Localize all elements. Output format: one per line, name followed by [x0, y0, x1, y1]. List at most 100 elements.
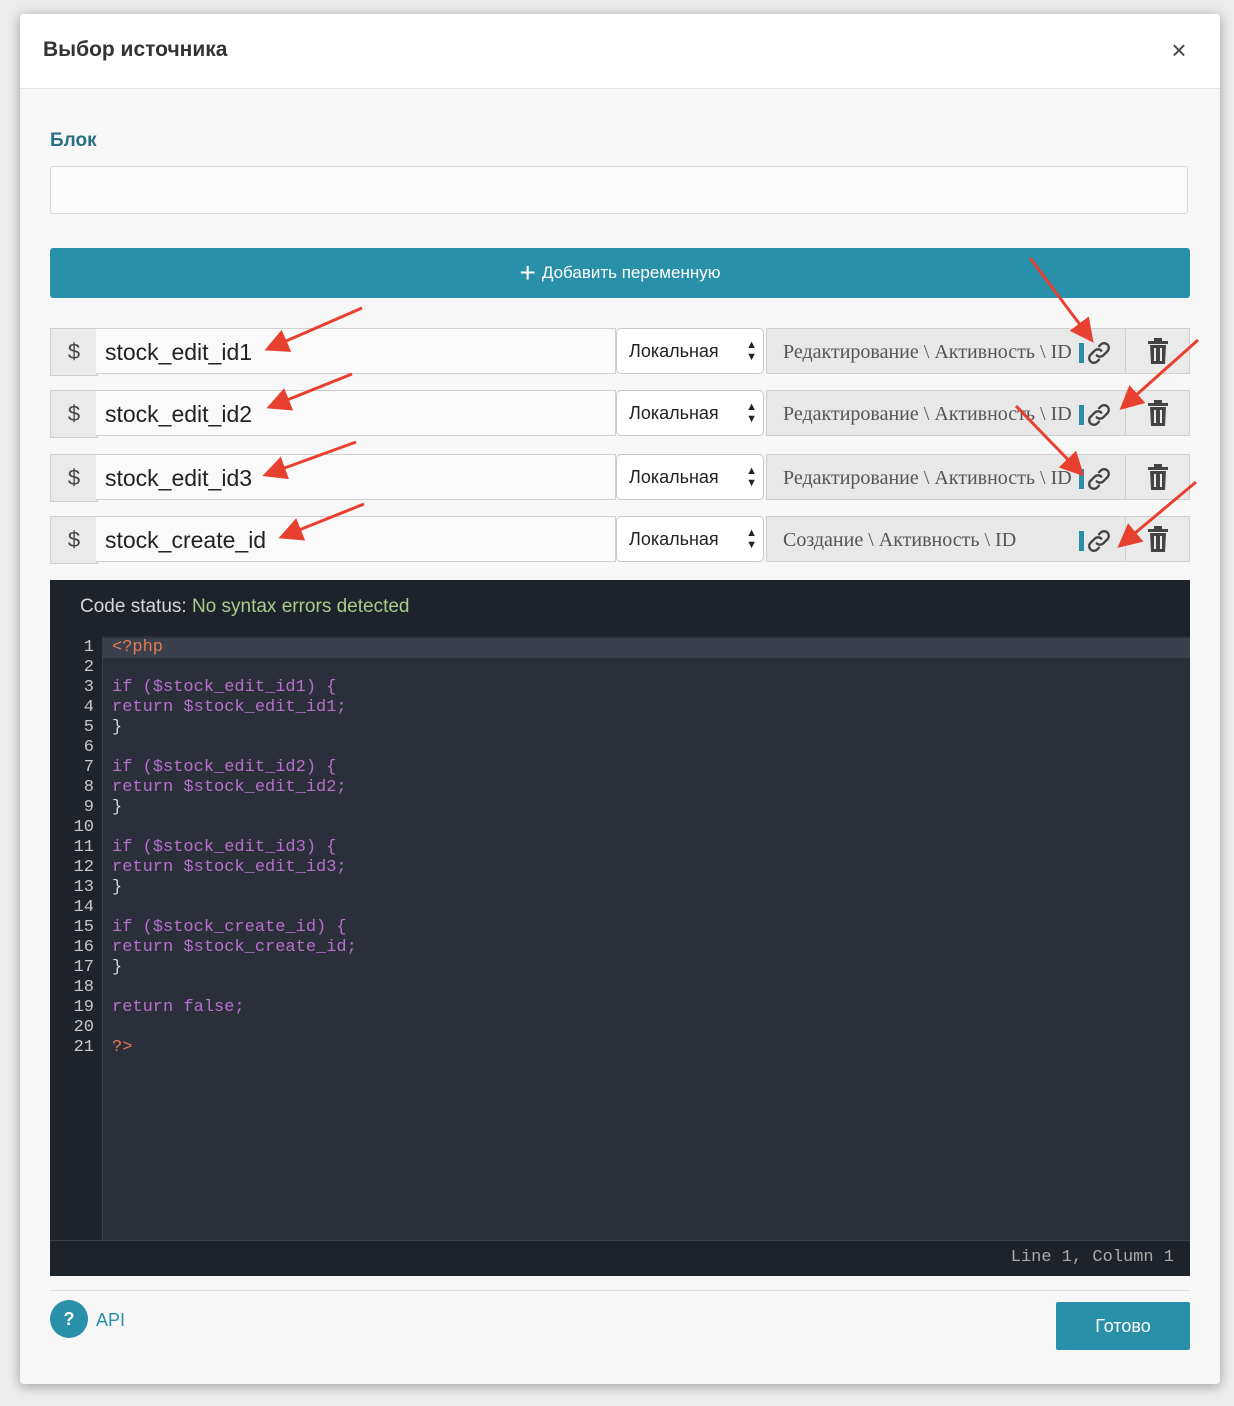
plus-icon: +	[519, 257, 536, 288]
link-indicator	[1079, 531, 1084, 551]
code-line: ?>	[112, 1038, 133, 1057]
code-line: return $stock_create_id;	[112, 938, 357, 957]
trash-icon	[1147, 526, 1168, 552]
variable-prefix: $	[50, 516, 98, 564]
code-line: return $stock_edit_id2;	[112, 778, 347, 797]
line-number: 11	[73, 838, 94, 857]
line-number: 13	[73, 878, 94, 897]
delete-variable-button[interactable]	[1126, 516, 1190, 562]
variable-row: $stock_create_id Локальная ▲▼ Создание \ Ак…	[50, 516, 1190, 564]
trash-icon	[1147, 400, 1168, 426]
active-line-highlight	[50, 638, 1190, 658]
code-line: return $stock_edit_id1;	[112, 698, 347, 717]
variable-name-input[interactable]: stock_edit_id1	[96, 328, 616, 374]
link-icon[interactable]	[1085, 401, 1113, 429]
trash-icon	[1147, 464, 1168, 490]
delete-variable-button[interactable]	[1126, 328, 1190, 374]
select-arrows-icon: ▲▼	[746, 339, 757, 363]
code-line: <?php	[112, 638, 164, 657]
variable-row: $stock_edit_id2 Локальная ▲▼ Редактирование…	[50, 390, 1190, 438]
variable-scope-select[interactable]: Локальная ▲▼	[616, 454, 764, 500]
variable-source-text: Редактирование \ Активность \ ID	[783, 467, 1072, 489]
cursor-position: Line 1, Column 1	[50, 1240, 1190, 1276]
delete-variable-button[interactable]	[1126, 454, 1190, 500]
line-number: 4	[83, 698, 94, 717]
add-variable-label: Добавить переменную	[541, 263, 721, 282]
variable-row: $stock_edit_id1 Локальная ▲▼ Редактирование…	[50, 328, 1190, 376]
line-number: 15	[73, 918, 94, 937]
variable-name-input[interactable]: stock_edit_id2	[96, 390, 616, 436]
code-line: return $stock_edit_id3;	[112, 858, 347, 877]
variable-source[interactable]: Редактирование \ Активность \ ID	[766, 454, 1126, 500]
variable-prefix: $	[50, 454, 98, 502]
variable-scope-value: Локальная	[629, 403, 719, 423]
variable-source[interactable]: Создание \ Активность \ ID	[766, 516, 1126, 562]
code-line: if ($stock_edit_id1) {	[112, 678, 337, 697]
code-editor[interactable]: Code status: No syntax errors detected 1…	[50, 580, 1190, 1276]
select-arrows-icon: ▲▼	[746, 401, 757, 425]
done-button[interactable]: Готово	[1056, 1302, 1190, 1350]
link-icon[interactable]	[1085, 465, 1113, 493]
line-number: 1	[83, 638, 94, 657]
code-line: if ($stock_create_id) {	[112, 918, 347, 937]
variable-source-text: Создание \ Активность \ ID	[783, 529, 1017, 551]
variable-source[interactable]: Редактирование \ Активность \ ID	[766, 328, 1126, 374]
line-number: 21	[73, 1038, 94, 1057]
link-indicator	[1079, 343, 1084, 363]
link-icon[interactable]	[1085, 339, 1113, 367]
line-number: 7	[83, 758, 94, 777]
line-number: 9	[83, 798, 94, 817]
modal-title: Выбор источника	[43, 38, 228, 61]
variable-row: $stock_edit_id3 Локальная ▲▼ Редактирование…	[50, 454, 1190, 502]
line-number: 18	[73, 978, 94, 997]
block-input[interactable]	[50, 166, 1188, 214]
variable-name-input[interactable]: stock_edit_id3	[96, 454, 616, 500]
footer-divider	[50, 1290, 1190, 1291]
line-number: 8	[83, 778, 94, 797]
variable-source-text: Редактирование \ Активность \ ID	[783, 403, 1072, 425]
block-label: Блок	[50, 130, 97, 151]
line-number: 2	[83, 658, 94, 677]
modal-header: Выбор источника ×	[20, 14, 1220, 89]
line-number: 20	[73, 1018, 94, 1037]
line-number: 6	[83, 738, 94, 757]
code-status-bar: Code status: No syntax errors detected	[50, 580, 1190, 636]
variable-scope-value: Локальная	[629, 529, 719, 549]
variable-scope-select[interactable]: Локальная ▲▼	[616, 516, 764, 562]
code-status-label: Code status:	[80, 596, 187, 617]
api-link[interactable]: API	[96, 1310, 126, 1330]
line-number: 16	[73, 938, 94, 957]
delete-variable-button[interactable]	[1126, 390, 1190, 436]
variable-scope-value: Локальная	[629, 467, 719, 487]
code-line: return false;	[112, 998, 245, 1017]
line-number: 5	[83, 718, 94, 737]
code-status-value: No syntax errors detected	[191, 596, 410, 617]
line-number: 19	[73, 998, 94, 1017]
add-variable-button[interactable]: + Добавить переменную	[50, 248, 1190, 298]
link-indicator	[1079, 469, 1084, 489]
link-icon[interactable]	[1085, 527, 1113, 555]
trash-icon	[1147, 338, 1168, 364]
line-number: 17	[73, 958, 94, 977]
code-line: }	[112, 798, 123, 817]
select-arrows-icon: ▲▼	[746, 527, 757, 551]
variable-prefix: $	[50, 328, 98, 376]
line-number: 3	[83, 678, 94, 697]
help-button[interactable]: ?	[50, 1300, 88, 1338]
variable-prefix: $	[50, 390, 98, 438]
variable-name-input[interactable]: stock_create_id	[96, 516, 616, 562]
code-line: }	[112, 718, 123, 737]
variable-scope-select[interactable]: Локальная ▲▼	[616, 390, 764, 436]
select-arrows-icon: ▲▼	[746, 465, 757, 489]
close-icon[interactable]: ×	[1171, 35, 1187, 65]
variable-scope-value: Локальная	[629, 341, 719, 361]
code-line: if ($stock_edit_id3) {	[112, 838, 337, 857]
link-indicator	[1079, 405, 1084, 425]
variable-source[interactable]: Редактирование \ Активность \ ID	[766, 390, 1126, 436]
code-line: }	[112, 958, 123, 977]
line-number: 10	[73, 818, 94, 837]
source-selection-modal: Выбор источника × Блок + Добавить переме…	[20, 14, 1220, 1384]
variable-scope-select[interactable]: Локальная ▲▼	[616, 328, 764, 374]
